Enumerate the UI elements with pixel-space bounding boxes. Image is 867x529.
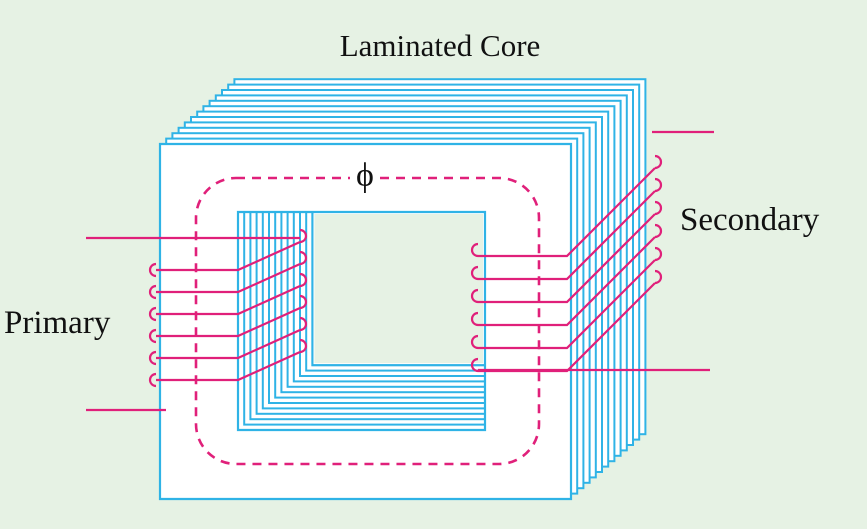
primary-label: Primary [4,305,111,341]
secondary-label: Secondary [680,202,820,238]
secondary-turn-loop-right [654,200,663,216]
primary-turn-loop-left [148,262,157,278]
primary-turn [156,350,301,382]
primary-turn-loop-left [148,350,157,366]
primary-turn-loop-right [299,316,308,332]
flux-symbol-gap [350,160,380,196]
secondary-turn [478,190,656,281]
secondary-turn-loop-right [654,154,663,170]
secondary-turn [478,236,656,327]
primary-turn [156,284,301,316]
secondary-turn-loop-right [654,246,663,262]
flux-path [194,160,541,466]
secondary-winding [470,130,714,373]
secondary-turn-loop-left [470,311,479,327]
primary-turn [156,328,301,360]
secondary-turn [478,259,656,350]
primary-turn [156,306,301,338]
primary-turn-loop-right [299,272,308,288]
primary-turn [156,262,301,294]
core-front-face [158,142,573,501]
secondary-turn-loop-left [470,334,479,350]
core-label: Laminated Core [340,28,541,63]
primary-turn-loop-left [148,328,157,344]
core-window-back-edge [311,211,486,367]
secondary-turn-loop-left [470,242,479,258]
primary-turn-loop-left [148,306,157,322]
primary-winding [86,228,308,412]
primary-turn-loop-left [148,284,157,300]
primary-turn-loop-right [299,338,308,354]
secondary-turn-loop-left [470,288,479,304]
secondary-turn [478,213,656,304]
secondary-turn-loop-right [654,177,663,193]
secondary-turn [478,167,656,258]
secondary-turn-loop-right [654,223,663,239]
secondary-turn-loop-right [654,269,663,285]
primary-turn-loop-right [299,250,308,266]
secondary-turn-loop-left [470,265,479,281]
secondary-turn-loop-left [470,357,479,373]
primary-turn-loop-left [148,372,157,388]
core-window-opening [314,214,483,364]
flux-symbol: ϕ [356,157,374,194]
primary-turn-loop-right [299,294,308,310]
primary-turn [156,240,301,272]
primary-turn-loop-right [299,228,308,244]
